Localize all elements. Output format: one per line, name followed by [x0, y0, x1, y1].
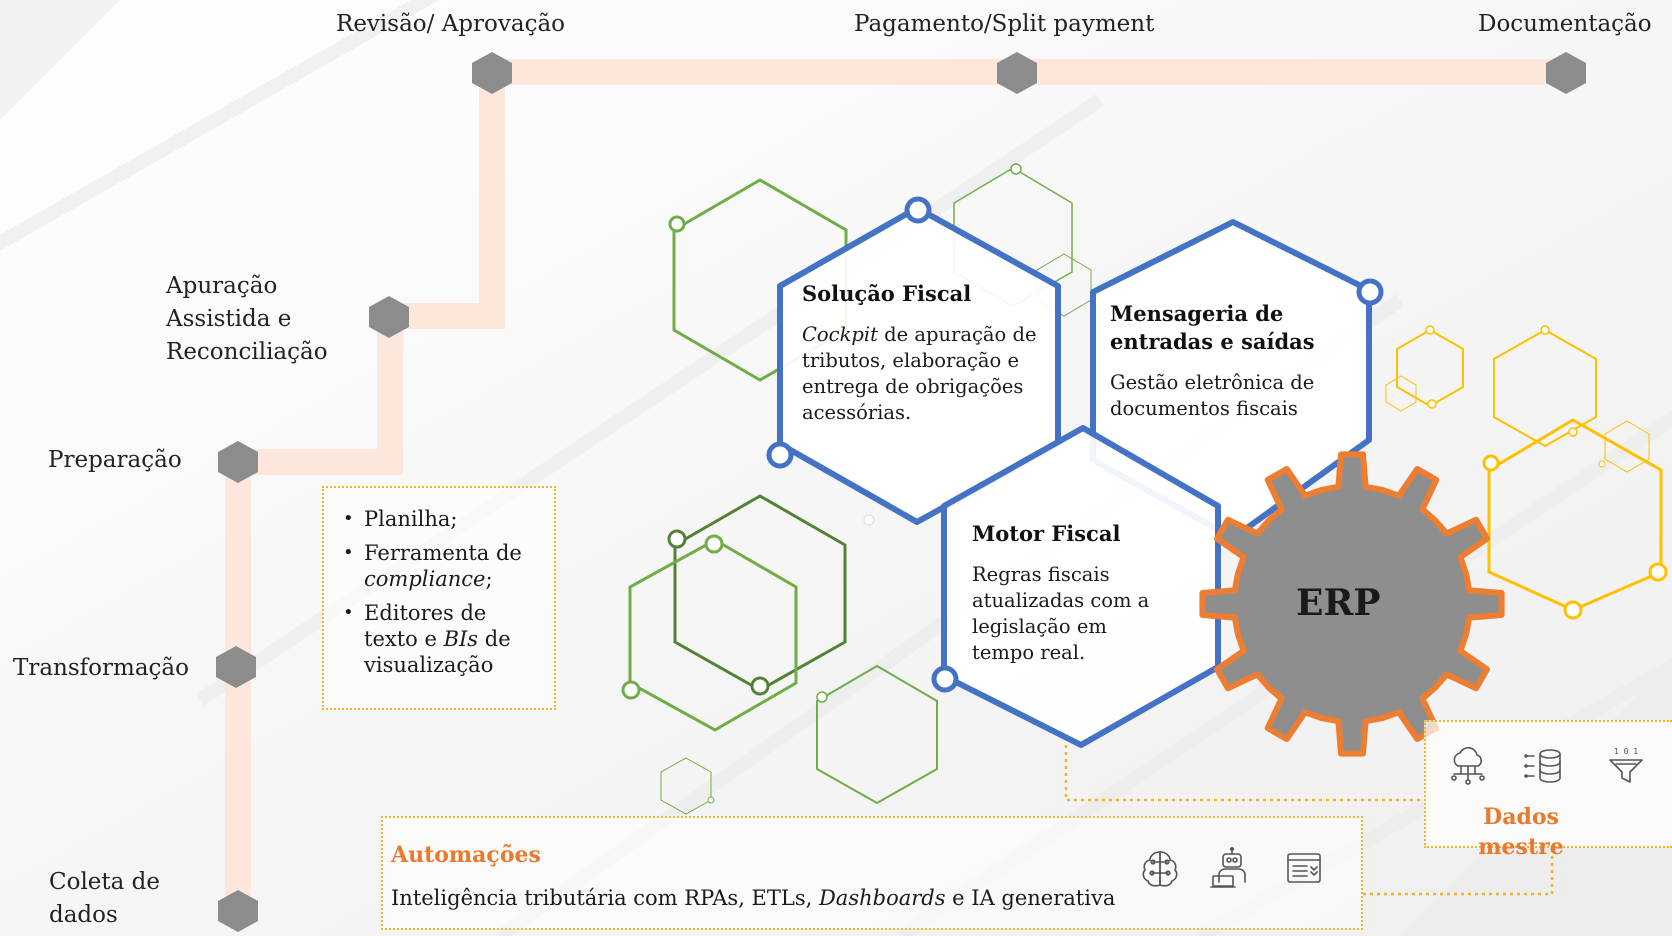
node-transformacao — [216, 646, 256, 688]
yellow-hex-2 — [1385, 375, 1417, 412]
stage-label-coleta: Coleta de dados — [49, 869, 161, 928]
stage-nodes — [216, 52, 1586, 932]
yellow-hex-nodes — [1425, 325, 1668, 620]
automacoes-box: Automações Inteligência tributária com R… — [381, 816, 1363, 930]
node-preparacao — [218, 441, 258, 483]
yellow-hex-4 — [1604, 420, 1650, 473]
blue-hex-nodes — [766, 196, 1384, 693]
stage-label-apuracao: Apuração Assistida e Reconciliação — [166, 273, 328, 365]
ai-brain-icon — [1142, 851, 1178, 887]
green-hex-5 — [628, 538, 798, 732]
automacoes-title: Automações — [391, 842, 541, 868]
hex-solucao-fiscal — [777, 205, 1061, 525]
tool-item-planilha: •Planilha; — [343, 507, 458, 531]
yellow-hex-5 — [1487, 418, 1663, 612]
yellow-hex-1 — [1396, 328, 1464, 408]
node-coleta — [218, 890, 258, 932]
hex-motor-title: Motor Fiscal — [972, 521, 1121, 546]
stage-label-preparacao: Preparação — [48, 447, 182, 473]
dados-mestre-box — [1424, 720, 1672, 848]
svg-text:1 0 1: 1 0 1 — [1614, 747, 1638, 756]
stage-label-documentacao: Documentação — [1478, 11, 1652, 37]
green-hex-4 — [673, 494, 847, 692]
hex-mensageria-text: Mensageria de entradas e saídas Gestão e… — [1110, 300, 1350, 422]
green-hex-7 — [660, 757, 712, 815]
node-pagamento — [997, 52, 1037, 94]
hex-solucao-body: Cockpit de apuração de tributos, elabora… — [802, 323, 1037, 424]
dotted-connectors — [1064, 745, 1554, 896]
hex-mensageria-body: Gestão eletrônica de documentos fiscais — [1110, 371, 1315, 420]
green-hex-6 — [816, 664, 938, 805]
stage-label-pagamento: Pagamento/Split payment — [854, 11, 1155, 37]
connector-auto-to-dados — [1363, 848, 1554, 896]
blue-hex-main — [777, 205, 1372, 748]
data-filter-icon: 1 0 1 — [1609, 747, 1643, 783]
robot-laptop-icon — [1210, 846, 1246, 888]
erp-gear — [1199, 451, 1505, 757]
hex-solucao-title: Solução Fiscal — [802, 281, 972, 306]
connector-motor-to-dados — [1064, 745, 1424, 802]
yellow-hex-3 — [1493, 328, 1597, 448]
green-hex-nodes — [621, 163, 1022, 804]
erp-label: ERP — [1296, 582, 1381, 624]
database-icon — [1524, 749, 1561, 783]
dashboard-icon — [1287, 853, 1321, 883]
node-apuracao — [369, 296, 409, 338]
dados-mestre-label: Dados mestre — [1478, 804, 1564, 860]
green-hex-3 — [1036, 253, 1092, 317]
node-documentacao — [1546, 52, 1586, 94]
hex-motor-text: Motor Fiscal Regras fiscais atualizadas … — [972, 520, 1172, 666]
hex-mensageria-title: Mensageria de entradas e saídas — [1110, 301, 1315, 354]
erp-gear-shape — [1199, 451, 1505, 757]
node-revisao — [472, 52, 512, 94]
hex-motor-body: Regras fiscais atualizadas com a legisla… — [972, 563, 1150, 664]
hex-solucao-text: Solução Fiscal Cockpit de apuração de tr… — [802, 280, 1038, 426]
stage-label-transformacao: Transformação — [13, 655, 189, 681]
automacoes-body: Inteligência tributária com RPAs, ETLs, … — [391, 886, 1116, 910]
hex-motor-fiscal — [941, 425, 1221, 748]
stage-label-revisao: Revisão/ Aprovação — [336, 11, 566, 37]
cloud-network-icon — [1451, 747, 1485, 785]
